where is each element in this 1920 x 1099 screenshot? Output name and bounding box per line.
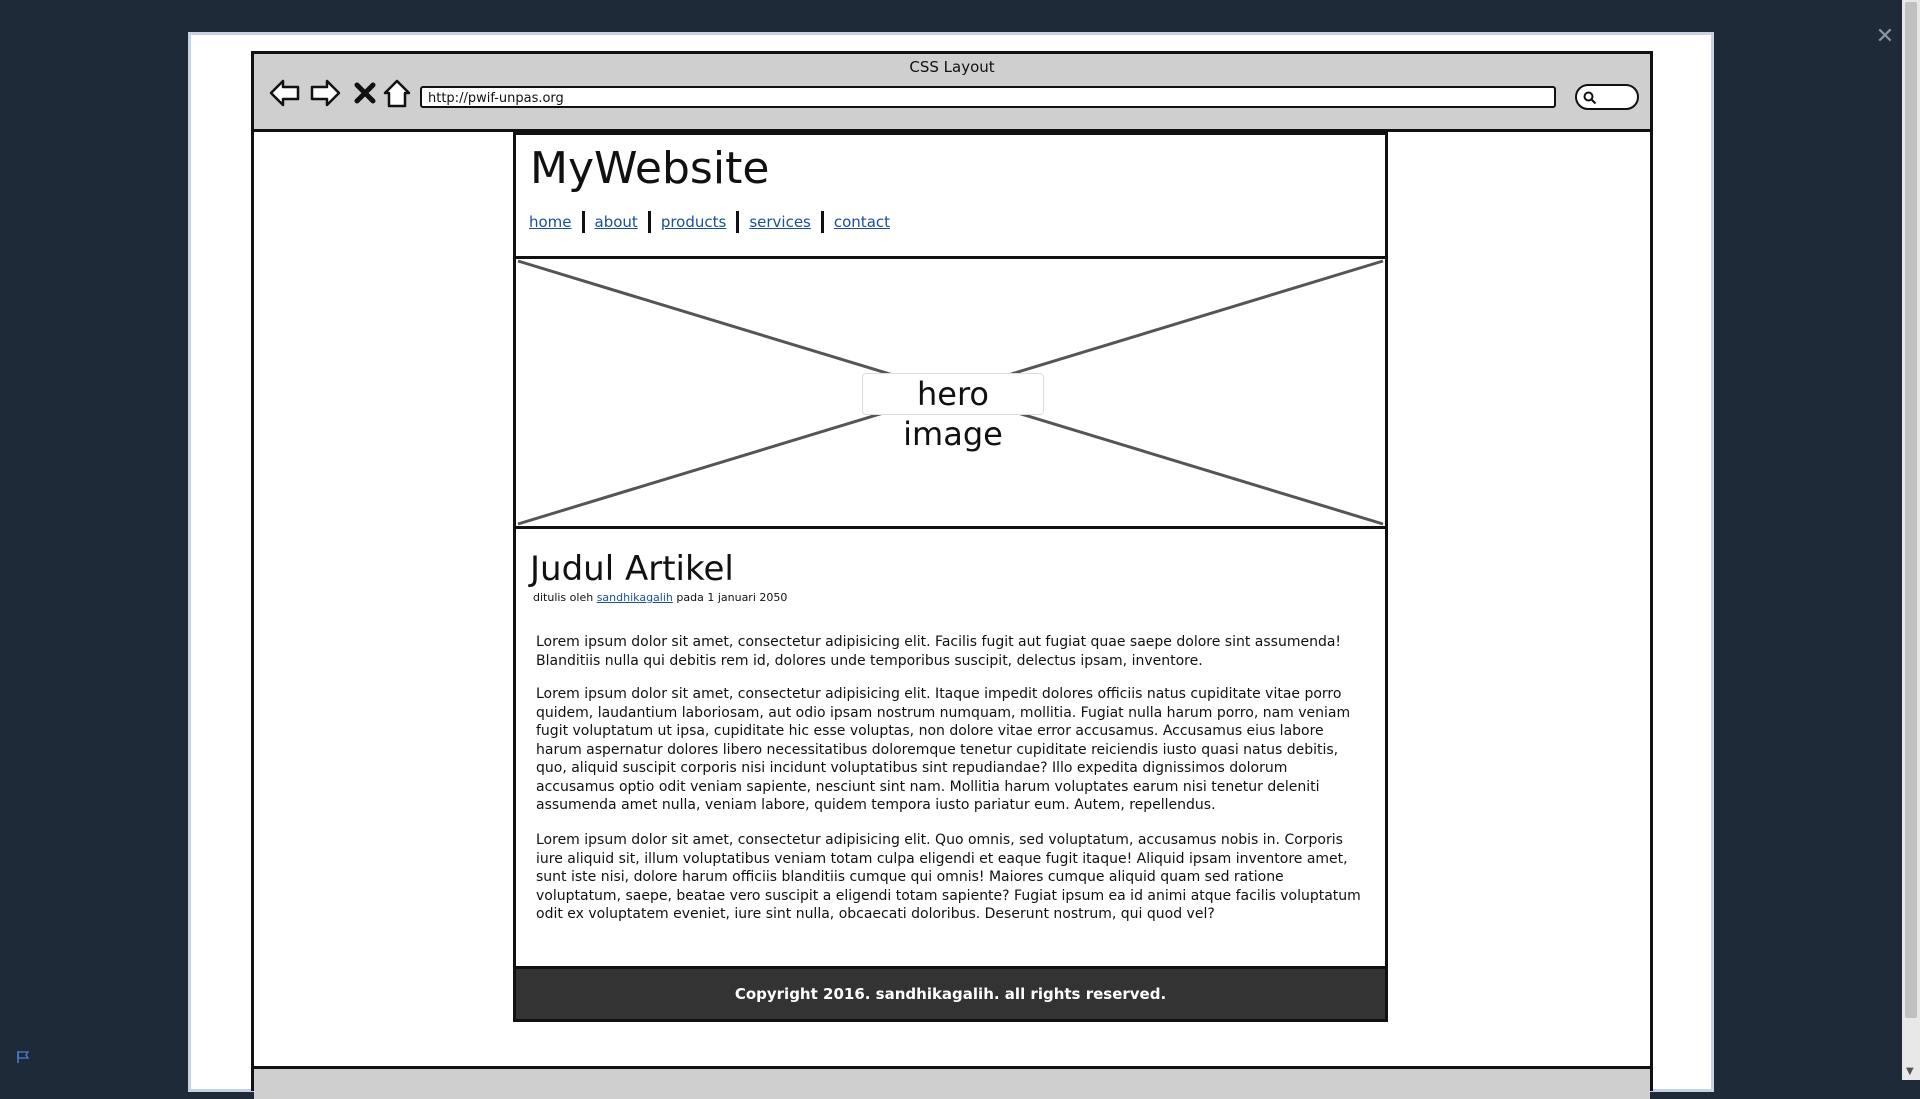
browser-mockup: CSS Layout http://pwif-unpas.org MyWebsi… — [251, 51, 1653, 1099]
menu-separator — [647, 211, 651, 233]
meta-prefix: ditulis oleh — [533, 591, 594, 604]
menu-link-products[interactable]: products — [660, 213, 727, 231]
article-paragraph: Lorem ipsum dolor sit amet, consectetur … — [536, 686, 1351, 813]
site-header: MyWebsite home about products services c… — [513, 132, 1388, 259]
site-page: MyWebsite home about products services c… — [513, 132, 1388, 1022]
meta-suffix: pada 1 januari 2050 — [676, 591, 788, 604]
forward-arrow-icon[interactable] — [308, 76, 342, 110]
menu-separator — [581, 211, 585, 233]
scrollbar-thumb[interactable] — [1905, 2, 1917, 1018]
menu-link-home[interactable]: home — [529, 213, 572, 231]
menu-separator — [736, 211, 740, 233]
home-icon[interactable] — [380, 76, 414, 110]
hero-image-placeholder: hero image — [513, 256, 1388, 529]
menu-link-contact[interactable]: contact — [833, 213, 891, 231]
scrollbar[interactable]: ▼ — [1902, 0, 1920, 1080]
menu-link-about[interactable]: about — [594, 213, 638, 231]
site-menu: home about products services contact — [529, 211, 890, 233]
hero-label: hero image — [862, 373, 1044, 453]
article-meta: ditulis oleh sandhikagalih pada 1 januar… — [533, 591, 787, 604]
article-paragraph: Lorem ipsum dolor sit amet, consectetur … — [536, 634, 1342, 669]
article: Judul Artikel ditulis oleh sandhikagalih… — [513, 526, 1388, 969]
menu-separator — [820, 211, 824, 233]
browser-chrome: CSS Layout http://pwif-unpas.org — [254, 54, 1650, 132]
scroll-down-icon[interactable]: ▼ — [1906, 1066, 1914, 1077]
search-icon — [1583, 91, 1597, 105]
search-field[interactable] — [1575, 84, 1639, 110]
close-icon[interactable]: ✕ — [1875, 24, 1895, 49]
site-title: MyWebsite — [530, 143, 770, 194]
menu-link-services[interactable]: services — [749, 213, 811, 231]
stop-icon[interactable] — [348, 76, 382, 110]
address-bar[interactable]: http://pwif-unpas.org — [420, 86, 1556, 108]
site-footer: Copyright 2016. sandhikagalih. all right… — [513, 966, 1388, 1022]
flag-icon[interactable] — [16, 1050, 30, 1064]
window-title: CSS Layout — [909, 58, 995, 76]
article-title: Judul Artikel — [530, 549, 734, 589]
author-link[interactable]: sandhikagalih — [596, 591, 673, 604]
back-arrow-icon[interactable] — [268, 76, 302, 110]
browser-bottom-bar — [254, 1066, 1650, 1099]
article-paragraph: Lorem ipsum dolor sit amet, consectetur … — [536, 832, 1361, 922]
